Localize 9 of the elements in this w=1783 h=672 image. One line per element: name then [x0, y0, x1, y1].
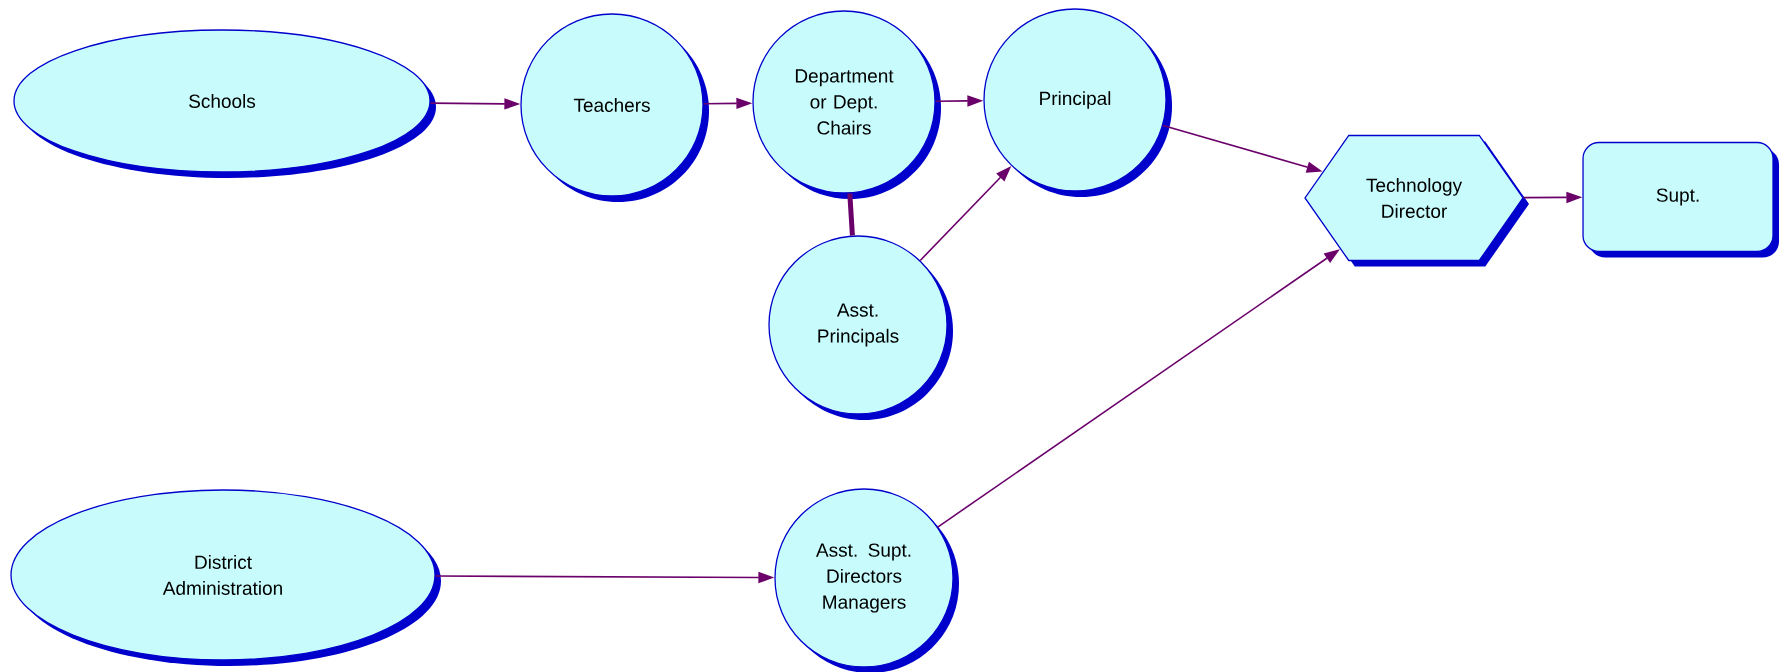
ellipse-node: District Administration [10, 489, 441, 666]
ellipse-node: Schools [13, 29, 436, 178]
circle-node: Principal [983, 8, 1172, 197]
rounded-box: Supt. [1582, 141, 1779, 258]
hexagon-node: Technology Director [1304, 134, 1529, 267]
circle-node: Asst. Principals [768, 235, 953, 420]
circle-node: Teachers [520, 13, 709, 202]
circle-node: Department or Dept. Chairs [752, 10, 941, 199]
circle-node: Asst. Supt. Directors Managers [774, 488, 959, 672]
